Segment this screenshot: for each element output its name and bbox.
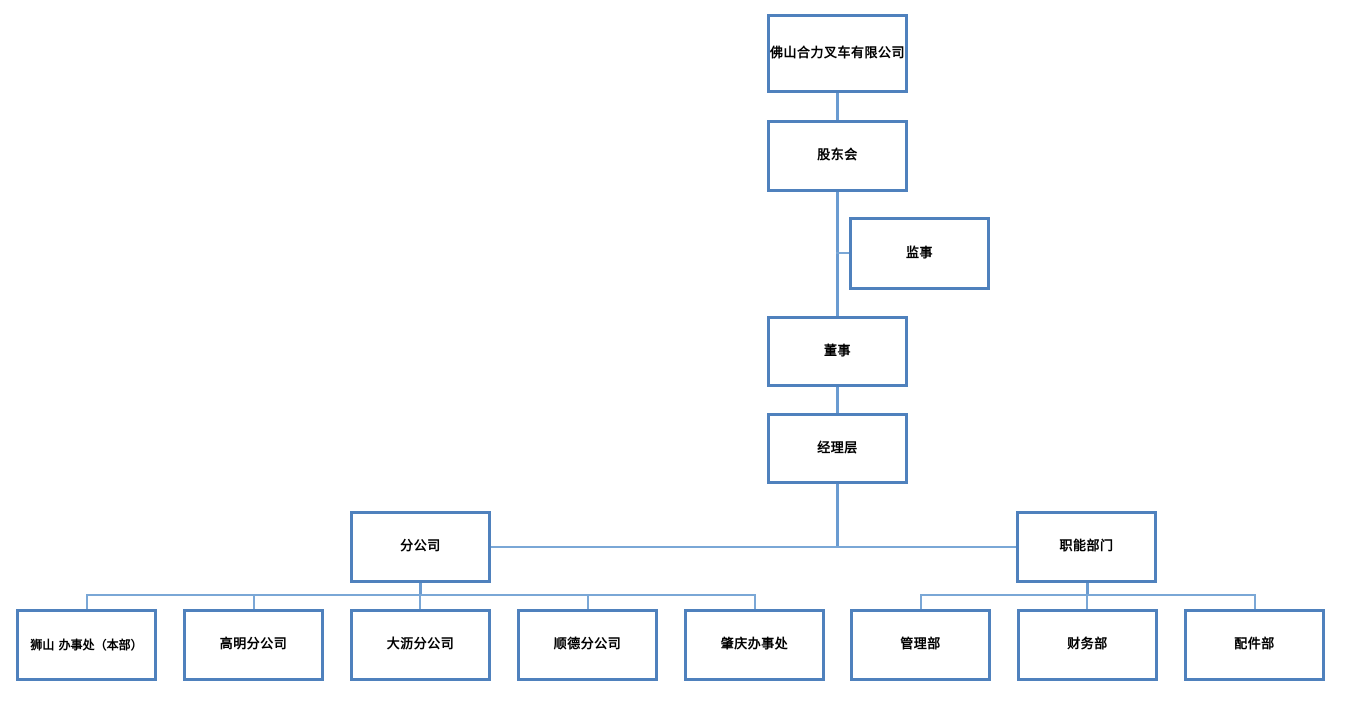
node-director[interactable]: 董事 xyxy=(767,316,908,387)
connector-drop-peijian xyxy=(1254,594,1256,610)
connector-supervisor-stub xyxy=(836,252,849,254)
connector-manager-bus-right xyxy=(836,546,1016,548)
node-branch-child-0[interactable]: 狮山 办事处（本部） xyxy=(16,609,157,681)
node-branch-child-2[interactable]: 大沥分公司 xyxy=(350,609,491,681)
node-department-child-0[interactable]: 管理部 xyxy=(850,609,991,681)
node-branch-child-4-label: 肇庆办事处 xyxy=(720,637,789,653)
connector-drop-zhaoqing xyxy=(754,594,756,610)
node-director-label: 董事 xyxy=(823,343,851,359)
node-department-child-0-label: 管理部 xyxy=(900,637,941,653)
connector-shareholders-trunk-down xyxy=(836,192,839,316)
node-supervisor[interactable]: 监事 xyxy=(849,217,990,290)
node-branch-companies[interactable]: 分公司 xyxy=(350,511,491,583)
connector-manager-bus-left xyxy=(491,546,838,548)
node-branch-child-4[interactable]: 肇庆办事处 xyxy=(684,609,825,681)
connector-drop-shunde xyxy=(587,594,589,610)
connector-management-drop xyxy=(836,484,839,547)
node-management-layer-label: 经理层 xyxy=(817,440,858,456)
node-functional-departments-label: 职能部门 xyxy=(1059,539,1114,555)
node-department-child-1[interactable]: 财务部 xyxy=(1017,609,1158,681)
connector-drop-guanli xyxy=(920,594,922,610)
node-branch-child-1-label: 高明分公司 xyxy=(219,637,288,653)
connector-branches-drop xyxy=(419,583,422,596)
node-branch-companies-label: 分公司 xyxy=(400,539,441,555)
node-department-child-2-label: 配件部 xyxy=(1234,637,1275,653)
node-department-child-1-label: 财务部 xyxy=(1067,637,1108,653)
connector-drop-dali xyxy=(419,594,421,610)
node-functional-departments[interactable]: 职能部门 xyxy=(1016,511,1157,583)
node-shareholders-meeting[interactable]: 股东会 xyxy=(767,120,908,192)
node-company-label: 佛山合力叉车有限公司 xyxy=(770,45,906,61)
node-management-layer[interactable]: 经理层 xyxy=(767,413,908,484)
node-branch-child-3-label: 顺德分公司 xyxy=(553,637,622,653)
node-department-child-2[interactable]: 配件部 xyxy=(1184,609,1325,681)
connector-drop-caiwu xyxy=(1086,594,1088,610)
node-company[interactable]: 佛山合力叉车有限公司 xyxy=(767,14,908,93)
connector-drop-shishan xyxy=(86,594,88,610)
connector-company-to-shareholders xyxy=(836,93,839,120)
node-supervisor-label: 监事 xyxy=(905,245,933,261)
connector-director-to-management xyxy=(836,387,839,413)
node-branch-child-3[interactable]: 顺德分公司 xyxy=(517,609,658,681)
node-branch-child-1[interactable]: 高明分公司 xyxy=(183,609,324,681)
connector-drop-gaoming xyxy=(253,594,255,610)
node-branch-child-2-label: 大沥分公司 xyxy=(386,637,455,653)
connector-departments-drop xyxy=(1086,583,1089,596)
node-branch-child-0-label: 狮山 办事处（本部） xyxy=(30,637,143,652)
node-shareholders-meeting-label: 股东会 xyxy=(817,148,858,164)
